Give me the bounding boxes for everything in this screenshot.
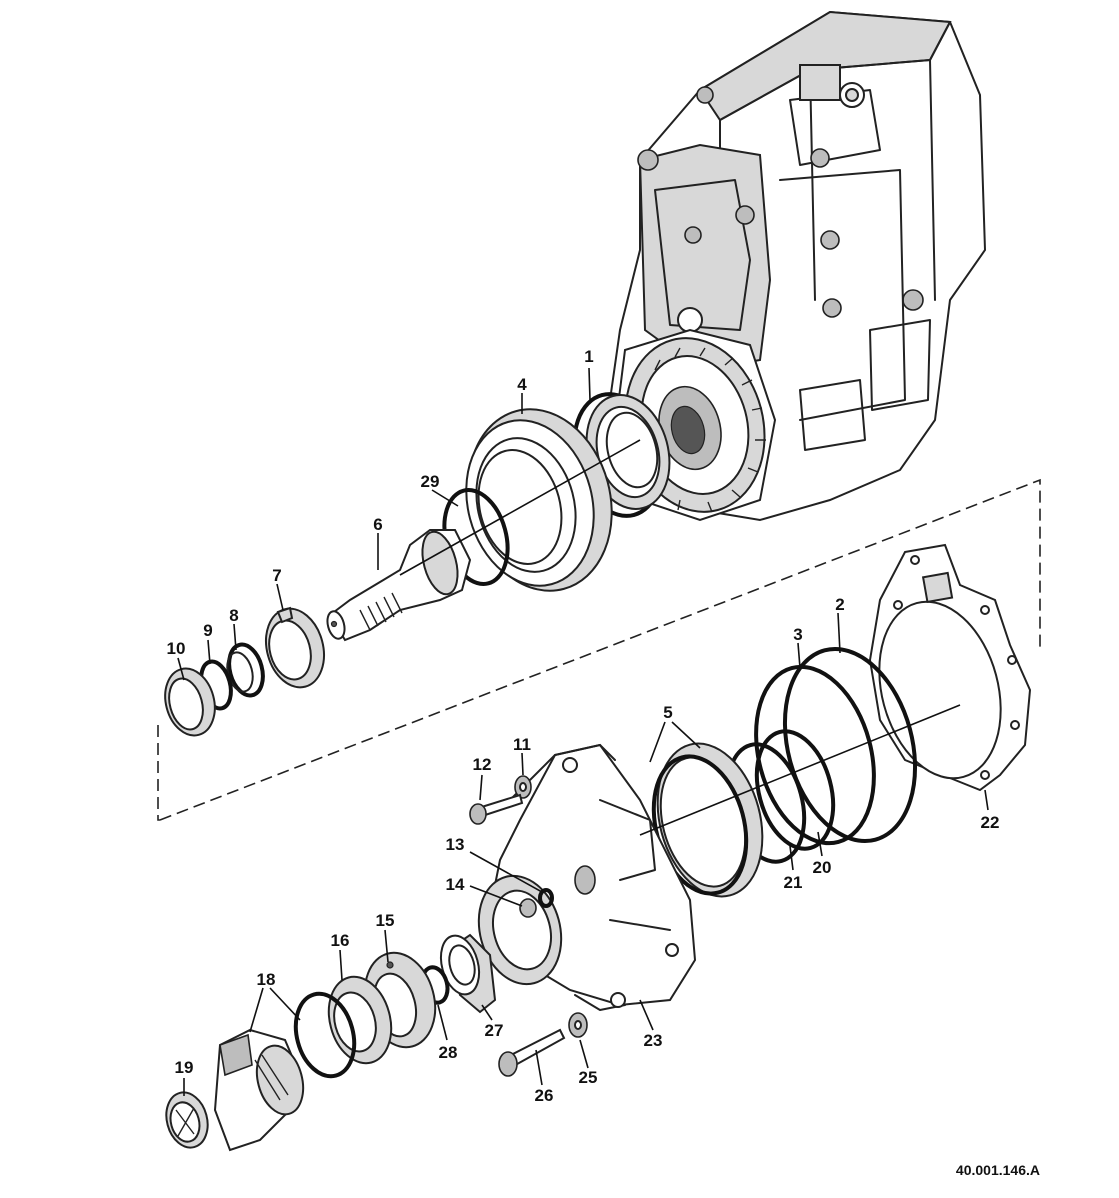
callout-27: 27 xyxy=(485,1021,504,1040)
callout-6: 6 xyxy=(373,515,382,534)
callout-8: 8 xyxy=(229,606,238,625)
callout-2: 2 xyxy=(835,595,844,614)
callout-11: 11 xyxy=(513,735,531,754)
part-25-washer xyxy=(568,1012,588,1038)
part-4-ring xyxy=(465,408,613,592)
callout-26: 26 xyxy=(535,1086,554,1105)
part-10-collar xyxy=(164,667,216,737)
callout-labels: 1 2 3 4 5 6 7 8 9 10 11 12 13 14 15 16 1… xyxy=(167,347,1000,1105)
callout-4: 4 xyxy=(517,375,527,394)
transmission-housing xyxy=(608,10,987,522)
callout-29: 29 xyxy=(421,472,440,491)
part-3-ring xyxy=(754,664,876,846)
part-27-bearing xyxy=(439,933,497,1014)
part-14-plug xyxy=(519,898,537,918)
part-11-washer xyxy=(514,775,532,799)
leader-lines xyxy=(177,367,989,1096)
callout-7: 7 xyxy=(272,566,281,585)
callout-9: 9 xyxy=(203,621,212,640)
callout-3: 3 xyxy=(793,625,802,644)
callout-12: 12 xyxy=(473,755,492,774)
callout-1: 1 xyxy=(584,347,593,366)
callout-10: 10 xyxy=(167,639,186,658)
part-18-yoke xyxy=(213,991,357,1152)
callout-22: 22 xyxy=(981,813,1000,832)
part-19-cap xyxy=(165,1091,209,1149)
part-23-housing xyxy=(477,743,697,1011)
callout-20: 20 xyxy=(813,858,832,877)
part-13-washer xyxy=(538,888,554,908)
callout-14: 14 xyxy=(446,875,465,894)
callout-5: 5 xyxy=(663,703,672,722)
part-6-shaft xyxy=(326,529,472,642)
part-26-bolt xyxy=(498,1028,566,1077)
part-12-bolt xyxy=(469,793,524,825)
part-2-ring xyxy=(782,646,918,844)
callout-21: 21 xyxy=(784,873,803,892)
callout-13: 13 xyxy=(446,835,465,854)
part-5-seals xyxy=(651,742,764,898)
callout-28: 28 xyxy=(439,1043,458,1062)
figure-reference-code: 40.001.146.A xyxy=(956,1162,1040,1178)
callout-25: 25 xyxy=(579,1068,598,1087)
part-7-bearing xyxy=(265,606,325,689)
callout-19: 19 xyxy=(175,1058,194,1077)
callout-15: 15 xyxy=(376,911,395,930)
part-20-ring xyxy=(754,729,836,851)
callout-16: 16 xyxy=(331,931,350,950)
callout-18: 18 xyxy=(257,970,276,989)
callout-23: 23 xyxy=(644,1031,663,1050)
alignment-lines xyxy=(157,439,1041,836)
part-22-gasket xyxy=(868,543,1032,792)
